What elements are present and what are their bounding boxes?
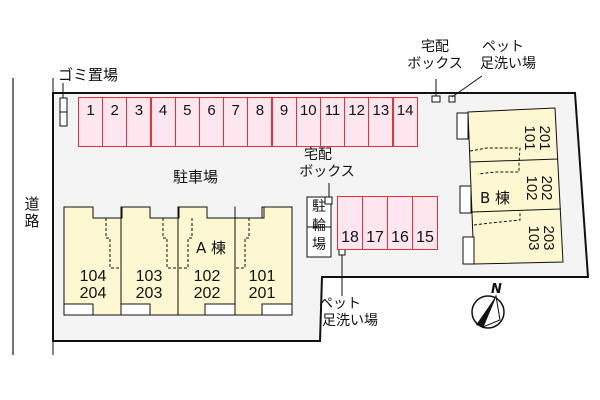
parking-stall[interactable]: 1: [78, 97, 103, 147]
parking-stall[interactable]: 7: [223, 97, 249, 147]
parking-label: 駐車場: [173, 168, 219, 186]
parking-stall[interactable]: 2: [102, 97, 128, 147]
parking-stall[interactable]: 4: [150, 97, 176, 147]
bicycle-parking-label: 駐 輪 場: [312, 199, 326, 253]
parking-stall[interactable]: 5: [174, 97, 200, 147]
building-a-outline: [63, 200, 293, 316]
parking-stall[interactable]: 9: [271, 97, 297, 147]
parking-stall[interactable]: 10: [295, 97, 321, 147]
pet-wash-top-line2: 足洗い場: [480, 56, 536, 72]
parking-stall[interactable]: 14: [392, 97, 418, 147]
parking-stall[interactable]: 11: [320, 97, 345, 147]
compass: [471, 294, 505, 329]
parking-stall[interactable]: 15: [412, 196, 438, 250]
building-a-name: A 棟: [196, 239, 227, 257]
road-label: 道路: [24, 195, 40, 230]
delivery-box-top-line2: ボックス: [407, 56, 463, 72]
parking-stall[interactable]: 6: [199, 97, 224, 147]
pet-wash-bottom-line1: ペット: [319, 296, 361, 312]
delivery-box-mid-line2: ボックス: [299, 164, 355, 180]
pet-wash-top-line1: ペット: [482, 39, 524, 55]
building-b-outline: [456, 107, 564, 265]
parking-stall[interactable]: 12: [344, 97, 370, 147]
parking-stall[interactable]: 17: [362, 196, 388, 250]
delivery-box-top-line1: 宅配: [421, 39, 449, 55]
parking-stall[interactable]: 8: [247, 97, 273, 147]
parking-stall[interactable]: 13: [368, 97, 394, 147]
parking-stall[interactable]: 3: [126, 97, 152, 147]
parking-stall[interactable]: 18: [337, 196, 363, 250]
delivery-box-mid-line1: 宅配: [304, 147, 332, 163]
building-b-name: B 棟: [480, 189, 511, 207]
garbage-label: ゴミ置場: [58, 66, 119, 84]
pet-wash-bottom-line2: 足洗い場: [322, 313, 378, 329]
compass-north-label: N: [491, 282, 502, 297]
parking-stall[interactable]: 16: [387, 196, 413, 250]
